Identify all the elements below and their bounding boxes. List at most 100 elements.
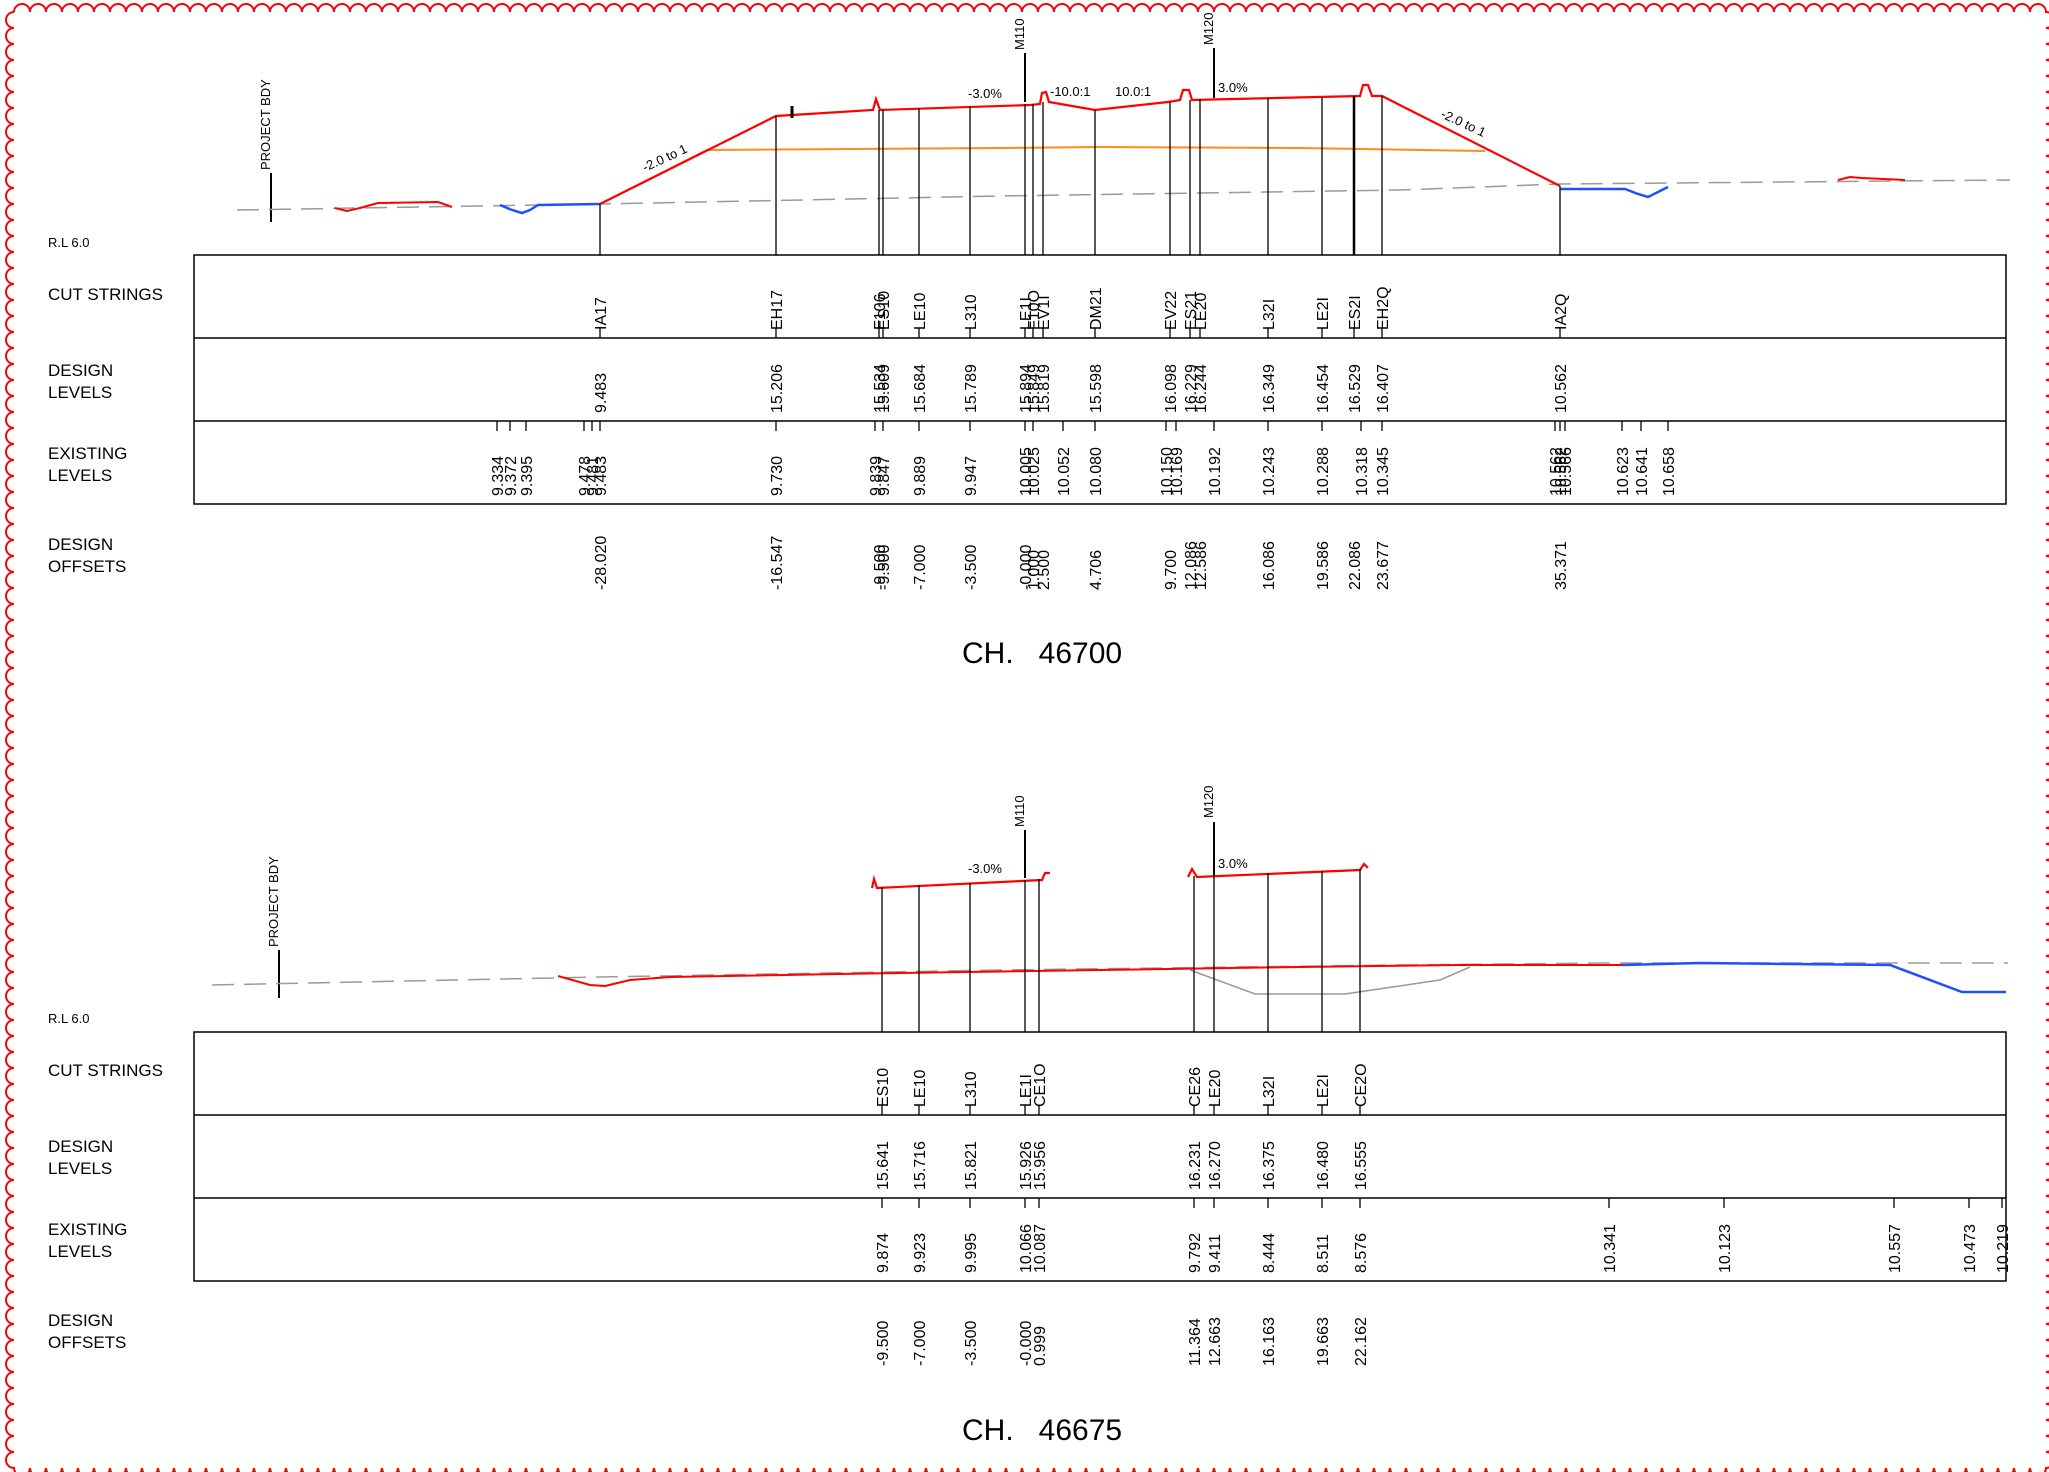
cut-string-label: L310	[963, 294, 980, 330]
design-level-value: 16.480	[1315, 1141, 1332, 1190]
data-table	[193, 1031, 2007, 1282]
design-level-value: 15.819	[1036, 364, 1053, 413]
row-label-design-offsets: OFFSETS	[48, 1333, 126, 1352]
design-level-value: 15.534	[872, 364, 889, 413]
right-drain-blue	[1560, 185, 1669, 199]
existing-level-value: 9.792	[1187, 1233, 1204, 1273]
existing-level-value: 10.557	[1887, 1224, 1904, 1273]
cut-string-label: ES2I	[1347, 295, 1364, 330]
rl-label: R.L 6.0	[48, 235, 89, 250]
design-offset-value: -3.500	[963, 545, 980, 590]
cut-string-label: F10O	[1026, 290, 1043, 330]
design-level-value: 16.229	[1183, 364, 1200, 413]
design-offset-value: 11.364	[1187, 1318, 1204, 1366]
existing-level-value: 9.478	[577, 456, 594, 496]
chainage-title: CH. 46700	[962, 637, 1122, 670]
cut-string-label: CE26	[1187, 1067, 1204, 1107]
existing-level-value: 10.345	[1375, 447, 1392, 496]
existing-level-value: 10.005	[1018, 447, 1035, 496]
design-offset-value: -0.000	[1018, 1321, 1035, 1366]
existing-level-value: 9.847	[876, 456, 893, 496]
design-offset-value: 22.086	[1347, 541, 1364, 590]
slope-label: 10.0:1	[1115, 84, 1151, 99]
cut-string-label: ES10	[875, 1068, 892, 1107]
existing-level-value: 9.372	[503, 456, 520, 496]
left-ground-segment	[334, 200, 453, 213]
existing-level-value: 10.219	[1995, 1224, 2012, 1273]
cut-string-label: LE1I	[1018, 297, 1035, 330]
cut-string-label: ES10	[876, 291, 893, 330]
cut-string-label: IA2Q	[1553, 294, 1570, 330]
design-offset-value: -3.500	[963, 1321, 980, 1366]
rl-label: R.L 6.0	[48, 1011, 89, 1026]
slope-label: -3.0%	[968, 861, 1002, 876]
existing-level-value: 9.889	[912, 456, 929, 496]
design-surface-right	[1187, 862, 1369, 879]
design-offset-value: 23.677	[1375, 541, 1392, 590]
design-level-value: 15.926	[1018, 1141, 1035, 1190]
existing-level-value: 8.444	[1261, 1233, 1278, 1273]
design-offset-value: -9.500	[875, 1321, 892, 1366]
row-label-existing-levels: EXISTING	[48, 444, 127, 463]
marker-m110: M110	[1012, 795, 1027, 827]
existing-level-value: 9.923	[912, 1233, 929, 1273]
slope-label: -3.0%	[968, 86, 1002, 101]
design-level-value: 16.529	[1347, 364, 1364, 413]
design-level-value: 16.454	[1315, 364, 1332, 413]
cut-string-label: CE2O	[1353, 1063, 1370, 1107]
design-surface-line	[599, 83, 1561, 205]
cut-string-label: L32I	[1261, 299, 1278, 330]
existing-level-value: 10.243	[1261, 447, 1278, 496]
design-offset-value: 0.999	[1032, 1326, 1049, 1366]
design-offset-value: -28.020	[593, 536, 610, 590]
cut-string-label: F106	[872, 293, 889, 330]
existing-level-value: 10.087	[1032, 1224, 1049, 1273]
station-values: IA179.483-28.020EH1715.206-16.547F10615.…	[490, 286, 1678, 590]
section-ch-46675: PROJECT BDY M110 M120 -3.0% 3.0% R.L 6.0…	[48, 785, 2012, 1447]
row-label-existing-levels: LEVELS	[48, 466, 112, 485]
existing-ground-red	[557, 964, 1622, 988]
design-level-value: 15.641	[875, 1141, 892, 1190]
cut-string-label: L310	[963, 1071, 980, 1107]
slope-label: 3.0%	[1218, 856, 1248, 871]
cut-string-label: L32I	[1261, 1076, 1278, 1107]
existing-level-value: 9.483	[593, 456, 610, 496]
cut-string-label: DM21	[1088, 287, 1105, 330]
cut-string-label: LE1I	[1018, 1074, 1035, 1107]
existing-level-value: 9.995	[963, 1233, 980, 1273]
data-table	[193, 254, 2007, 505]
design-level-value: 16.244	[1193, 364, 1210, 413]
row-label-design-offsets: OFFSETS	[48, 557, 126, 576]
existing-level-value: 10.473	[1962, 1224, 1979, 1273]
row-label-design-levels: LEVELS	[48, 1159, 112, 1178]
existing-level-value: 10.562	[1548, 447, 1565, 496]
design-level-value: 15.821	[963, 1141, 980, 1190]
existing-level-value: 8.576	[1353, 1233, 1370, 1273]
design-level-value: 15.956	[1032, 1141, 1049, 1190]
cut-string-label: LE10	[912, 293, 929, 330]
existing-level-value: 10.025	[1026, 447, 1043, 496]
revision-cloud-border	[5, 3, 2049, 1472]
design-offset-value: 12.086	[1183, 541, 1200, 590]
row-label-design-levels: DESIGN	[48, 361, 113, 380]
design-offset-value: -7.000	[912, 545, 929, 590]
row-label-existing-levels: EXISTING	[48, 1220, 127, 1239]
right-ground-segment	[1837, 175, 1906, 181]
existing-level-value: 9.730	[769, 456, 786, 496]
cut-string-label: IA17	[593, 297, 610, 330]
station-values: ES1015.641-9.500LE1015.716-7.000L31015.8…	[875, 1063, 2012, 1366]
existing-level-value: 9.481	[585, 456, 602, 496]
cut-string-label: CE1O	[1032, 1063, 1049, 1107]
design-level-value: 16.407	[1375, 364, 1392, 413]
design-level-value: 15.206	[769, 364, 786, 413]
existing-level-value: 9.411	[1207, 1234, 1224, 1273]
cut-string-label: EH17	[769, 290, 786, 330]
design-level-value: 16.270	[1207, 1141, 1224, 1190]
design-offset-value: 4.706	[1088, 550, 1105, 590]
design-offset-value: -9.500	[872, 545, 889, 590]
project-bdy-label: PROJECT BDY	[258, 79, 273, 170]
cut-string-label: LE2I	[1315, 1074, 1332, 1107]
marker-m110: M110	[1012, 18, 1027, 50]
design-surface-left	[870, 871, 1050, 890]
